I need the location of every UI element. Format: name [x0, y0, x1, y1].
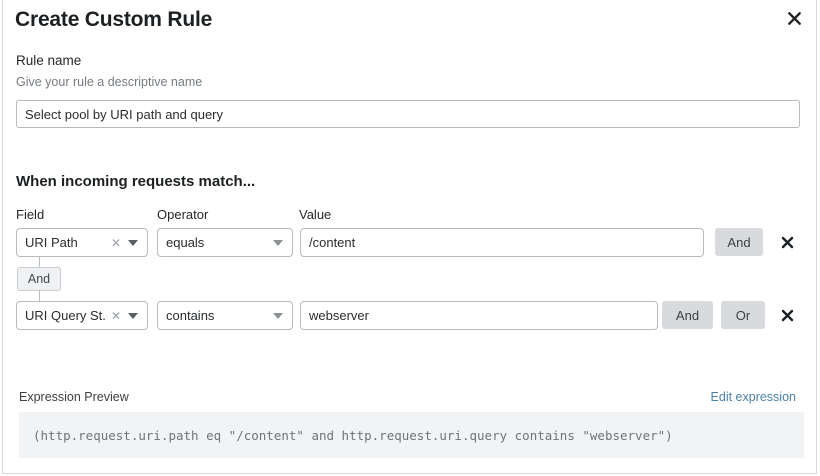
- clear-icon[interactable]: ✕: [110, 308, 121, 323]
- operator-select-0[interactable]: equals: [157, 228, 293, 257]
- close-icon[interactable]: [782, 6, 806, 30]
- clear-icon[interactable]: ✕: [110, 235, 121, 250]
- remove-condition-button-0[interactable]: [776, 229, 798, 255]
- chevron-down-icon: [273, 312, 283, 319]
- chevron-down-icon: [128, 312, 138, 319]
- field-select-value-0: URI Path: [25, 235, 78, 250]
- operator-select-value-0: equals: [166, 235, 205, 250]
- value-input-0[interactable]: [300, 228, 704, 257]
- and-button-1[interactable]: And: [662, 301, 713, 329]
- page-title: Create Custom Rule: [15, 8, 213, 31]
- and-button-0[interactable]: And: [715, 228, 763, 256]
- column-header-value: Value: [299, 207, 332, 222]
- expression-preview-code: (http.request.uri.path eq "/content" and…: [19, 412, 804, 458]
- rule-name-label: Rule name: [16, 53, 82, 68]
- rule-name-help-text: Give your rule a descriptive name: [16, 75, 203, 89]
- rule-name-input[interactable]: [16, 100, 800, 128]
- column-header-field: Field: [16, 207, 45, 222]
- chevron-down-icon: [273, 239, 283, 246]
- edit-expression-link[interactable]: Edit expression: [710, 390, 796, 404]
- operator-select-1[interactable]: contains: [157, 301, 293, 330]
- condition-row: URI Query St... ✕ contains And Or: [3, 301, 820, 330]
- connector-and-badge[interactable]: And: [17, 267, 61, 291]
- chevron-down-icon: [128, 239, 138, 246]
- or-button-1[interactable]: Or: [721, 301, 765, 329]
- expression-preview-label: Expression Preview: [19, 390, 129, 404]
- remove-condition-button-1[interactable]: [776, 302, 798, 328]
- condition-connector: And: [3, 0, 820, 476]
- connector-line-bottom: [39, 290, 40, 301]
- match-section-heading: When incoming requests match...: [16, 173, 256, 190]
- field-select-value-1: URI Query St...: [25, 308, 107, 323]
- field-select-0[interactable]: URI Path ✕: [16, 228, 148, 257]
- operator-select-value-1: contains: [166, 308, 215, 323]
- field-select-1[interactable]: URI Query St... ✕: [16, 301, 148, 330]
- column-header-operator: Operator: [157, 207, 209, 222]
- value-input-1[interactable]: [300, 301, 658, 330]
- condition-row: URI Path ✕ equals And: [3, 228, 820, 257]
